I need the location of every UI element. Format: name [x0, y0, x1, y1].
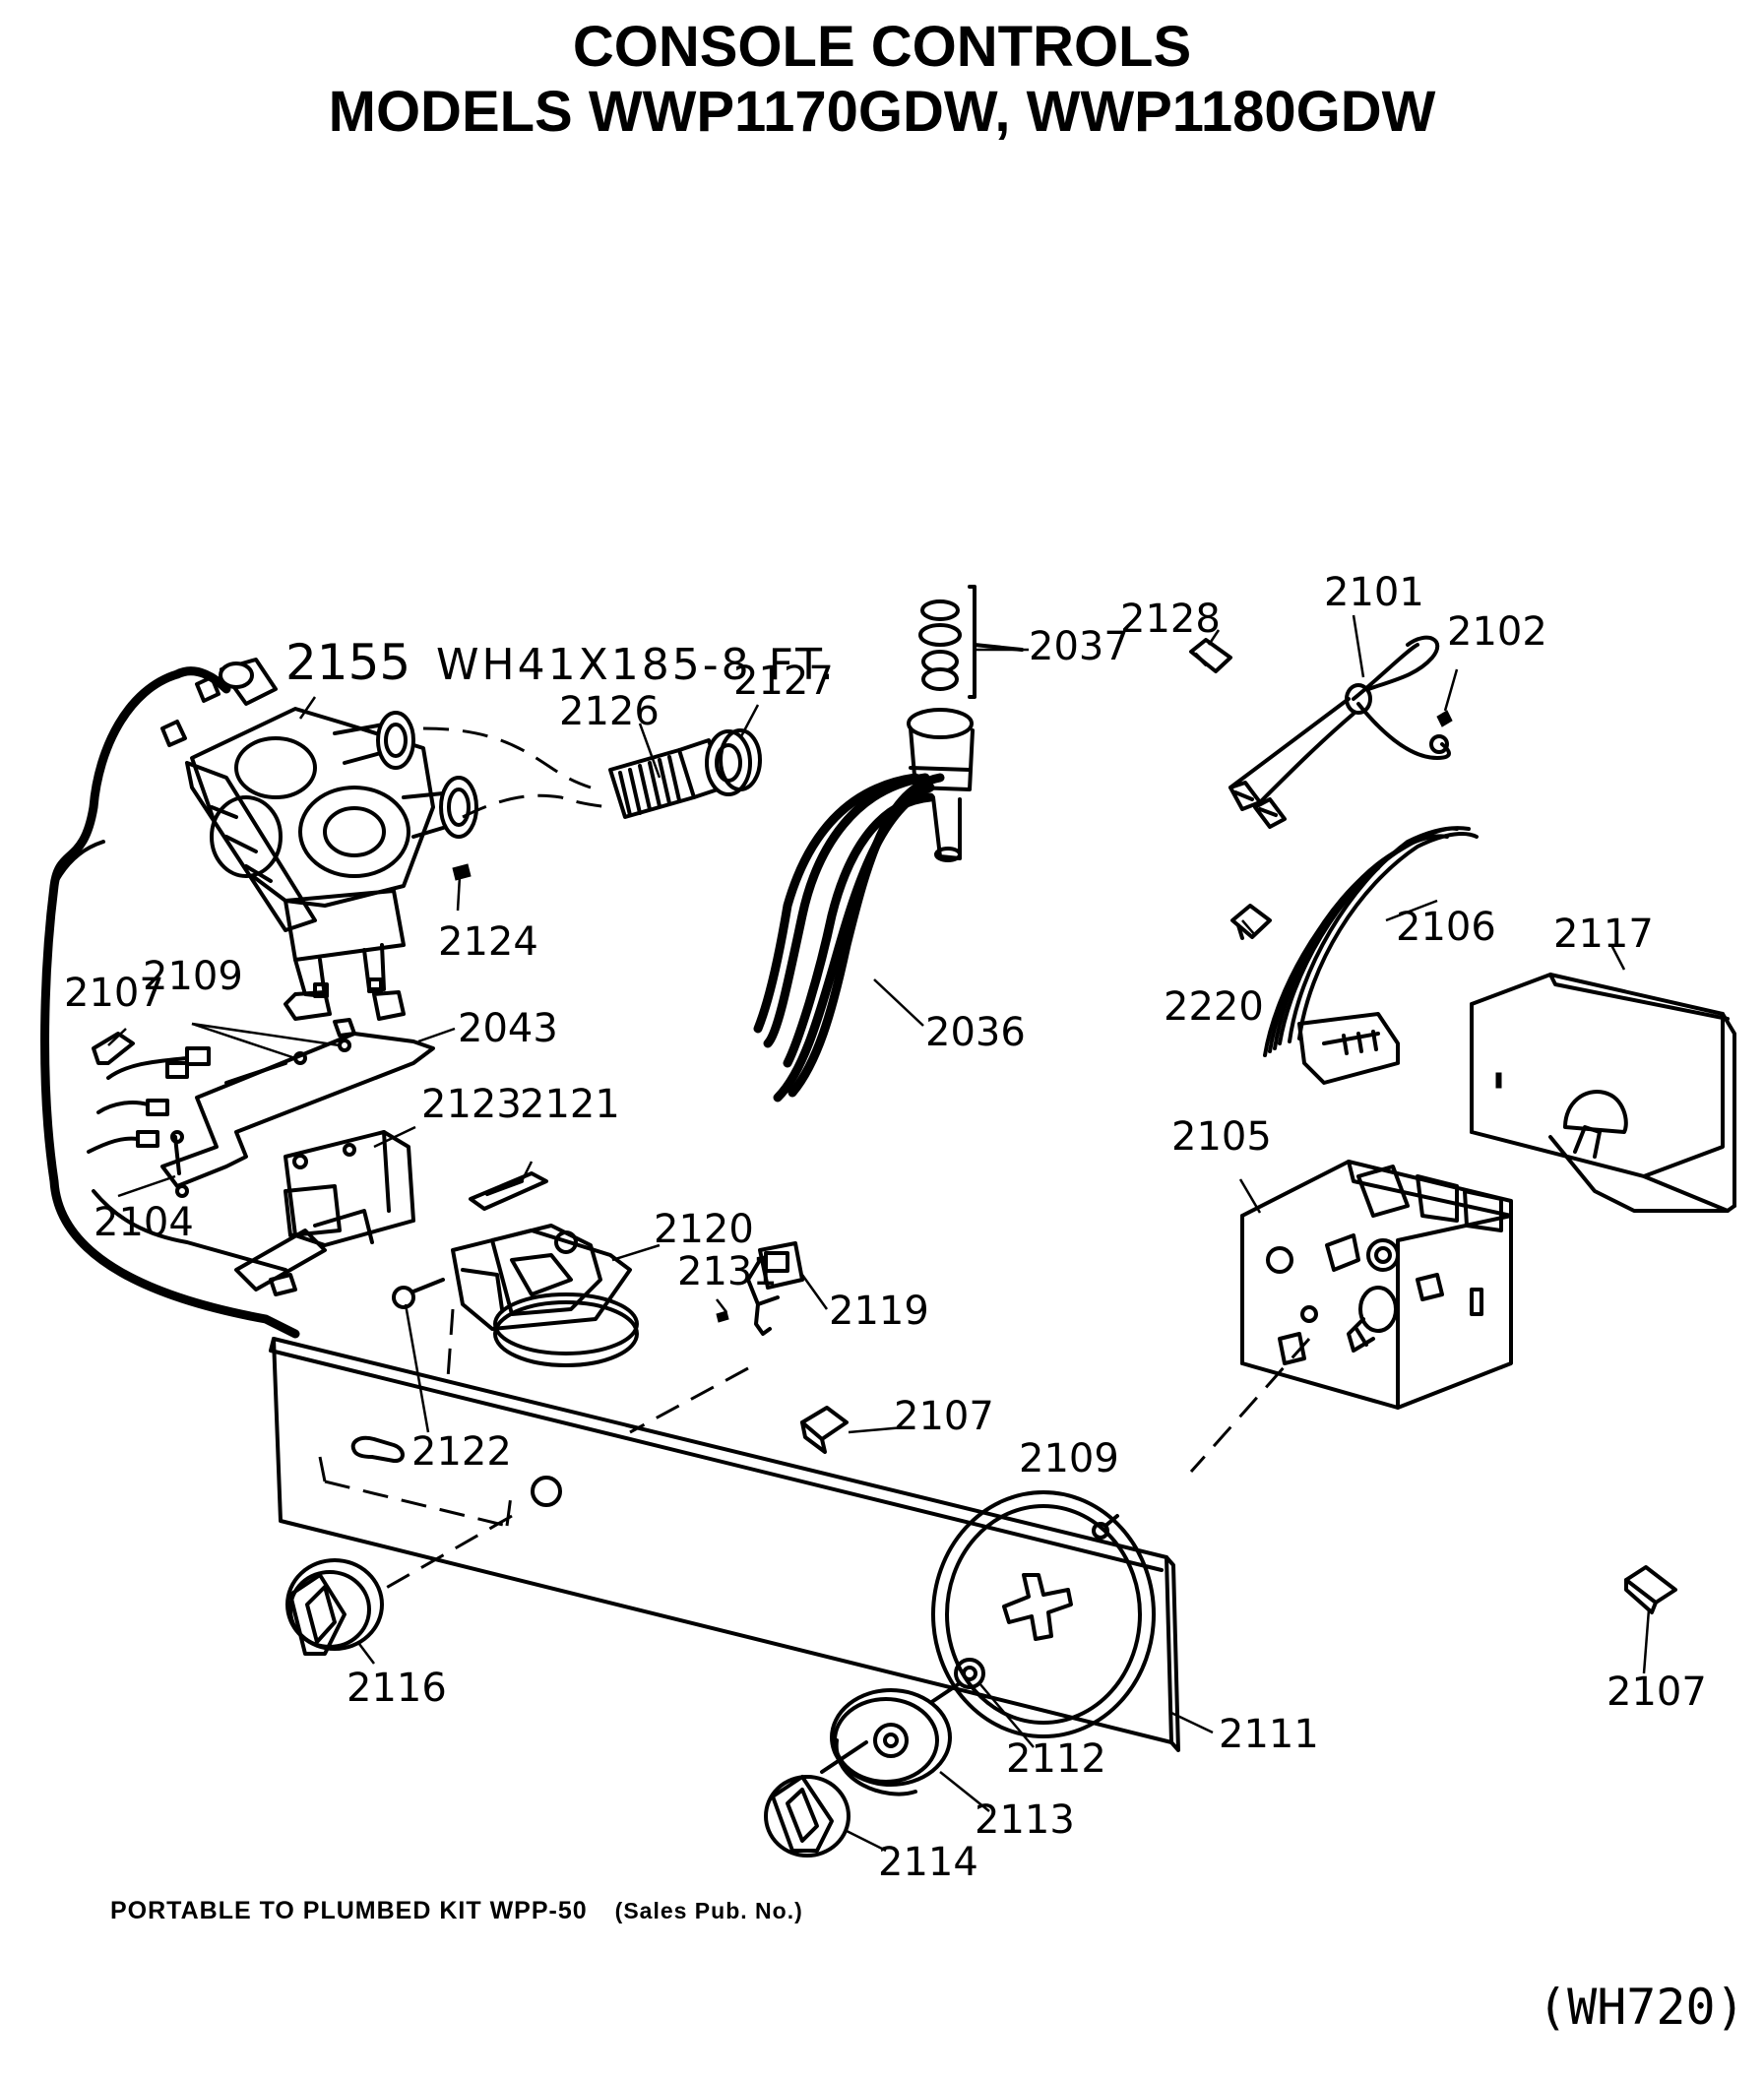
bracket-drawing — [87, 990, 435, 1296]
label-2111: 2111 — [1219, 1712, 1319, 1757]
knob-2116-drawing — [285, 1558, 384, 1656]
label-2106: 2106 — [1396, 905, 1496, 950]
connector-2220-drawing — [1230, 904, 1272, 940]
label-2101: 2101 — [1324, 570, 1424, 615]
label-2114: 2114 — [878, 1840, 978, 1885]
control-panel-drawing — [269, 1337, 1180, 1752]
page-subtitle-models: MODELS WWP1170GDW, WWP1180GDW — [328, 80, 1436, 144]
label-2109-left: 2109 — [143, 954, 243, 999]
label-2131: 2131 — [677, 1249, 778, 1294]
label-2116: 2116 — [346, 1666, 447, 1711]
inlet-hose-drawing — [422, 726, 762, 819]
label-2127: 2127 — [733, 659, 834, 704]
label-2107-right: 2107 — [1606, 1670, 1707, 1715]
label-2120: 2120 — [654, 1207, 754, 1252]
label-2112: 2112 — [1006, 1736, 1106, 1782]
kit-note-text: PORTABLE TO PLUMBED KIT WPP-50 — [110, 1897, 588, 1924]
sales-pub-note: (Sales Pub. No.) — [614, 1898, 803, 1923]
water-level-switch-drawing — [392, 1224, 639, 1367]
label-2113: 2113 — [975, 1797, 1075, 1843]
wire-harness-2106-drawing — [1263, 826, 1479, 1085]
label-2155: 2155 — [285, 634, 410, 691]
label-2043: 2043 — [458, 1006, 558, 1051]
hose-part-callout: WH41X185-8 FT. — [436, 640, 837, 690]
timer-drawing — [1240, 1160, 1513, 1410]
timer-cover-drawing — [1470, 973, 1736, 1213]
label-2123: 2123 — [421, 1082, 522, 1127]
diagram-reference-code: (WH720) — [1538, 1979, 1745, 2036]
screw-2124-drawing — [452, 863, 472, 881]
label-2037: 2037 — [1029, 624, 1129, 669]
page-title: CONSOLE CONTROLS — [572, 15, 1192, 79]
label-2036: 2036 — [925, 1010, 1026, 1055]
leader-lines — [107, 614, 1651, 1853]
label-2117: 2117 — [1553, 912, 1654, 957]
label-2126: 2126 — [559, 689, 660, 734]
label-2104: 2104 — [94, 1200, 194, 1245]
clip-2107-right-drawing — [1624, 1565, 1677, 1614]
label-2220: 2220 — [1164, 984, 1264, 1030]
clip-2107-mid-drawing — [800, 1406, 849, 1454]
connector-2128-drawing — [1189, 638, 1232, 673]
label-2102: 2102 — [1447, 609, 1547, 655]
label-2122: 2122 — [411, 1429, 512, 1475]
label-2107-left: 2107 — [64, 971, 164, 1016]
plate-2121-drawing — [469, 1171, 548, 1211]
label-2121: 2121 — [520, 1082, 620, 1127]
label-2105: 2105 — [1171, 1114, 1272, 1160]
label-2119: 2119 — [829, 1289, 929, 1334]
rotary-switch-2119-drawing — [716, 1241, 804, 1336]
alignment-lines — [446, 1308, 1311, 1473]
drain-hose-drawing — [753, 585, 1024, 1102]
wire-harness-2101-drawing — [1228, 635, 1453, 829]
label-2128: 2128 — [1120, 597, 1221, 642]
label-2107-mid: 2107 — [894, 1394, 994, 1439]
dial-knob-drawing — [764, 1658, 985, 1858]
label-2124: 2124 — [438, 919, 538, 965]
kit-note: PORTABLE TO PLUMBED KIT WPP-50 (Sales Pub… — [110, 1897, 803, 1925]
inlet-valve-drawing — [40, 658, 478, 1339]
label-2109-mid: 2109 — [1019, 1436, 1119, 1481]
part-labels: 2155 WH41X185-8 FT. 2126 2127 2037 2128 … — [64, 570, 1707, 1885]
